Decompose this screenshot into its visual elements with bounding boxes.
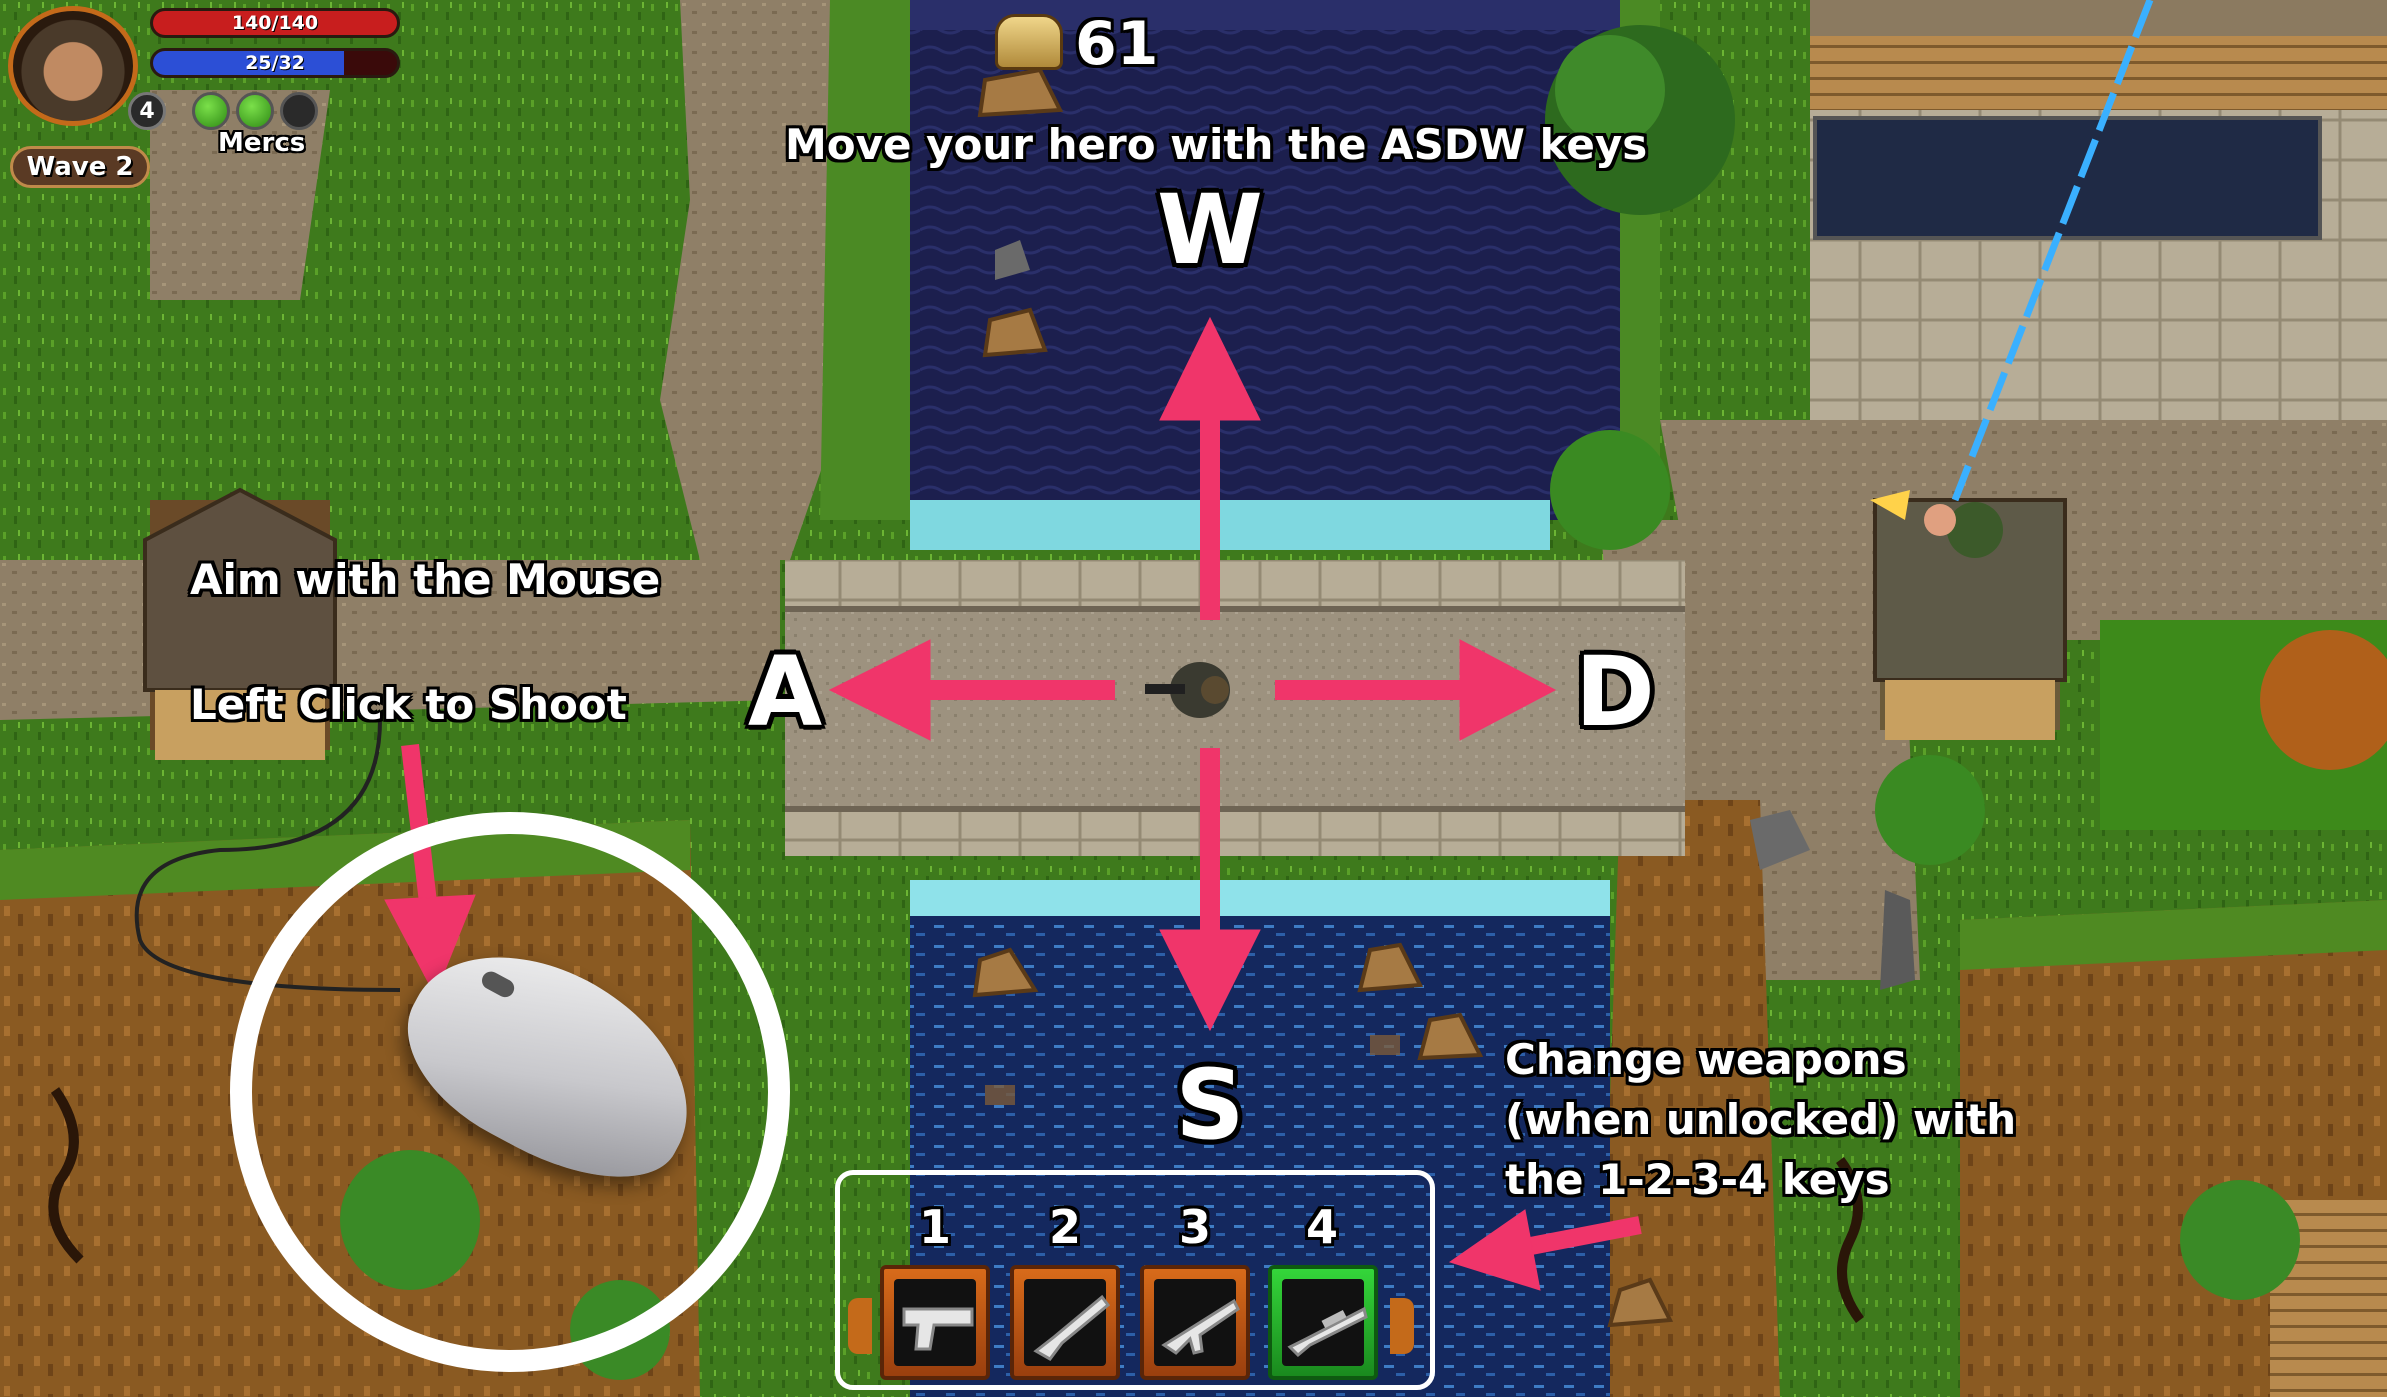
weapon-slot-2[interactable] (1010, 1265, 1120, 1380)
coin-count: 61 (1075, 9, 1159, 79)
level-badge: 4 (128, 92, 166, 130)
treasure-icon (995, 14, 1063, 70)
enemy-soldier (1870, 490, 2003, 558)
weapon-slot-1[interactable] (880, 1265, 990, 1380)
mouse-icon (377, 914, 727, 1214)
shotgun-icon (1033, 1294, 1111, 1361)
rifle-icon (1161, 1298, 1240, 1355)
weapon-key-3: 3 (1178, 1200, 1211, 1254)
hud-panel: 140/140 25/32 4 Mercs Wave 2 (0, 0, 420, 200)
key-a: A (747, 636, 823, 748)
hero-character (1145, 662, 1230, 718)
energy-value: 25/32 (245, 52, 305, 74)
health-value: 140/140 (231, 12, 319, 34)
energy-bar: 25/32 (150, 48, 400, 78)
weapon-bar-cap-right (1390, 1298, 1414, 1354)
weapon-key-1: 1 (918, 1200, 951, 1254)
weapon-slot-3[interactable] (1140, 1265, 1250, 1380)
weapon-bar-cap-left (848, 1298, 872, 1354)
mercs-label: Mercs (218, 128, 306, 158)
weapon-key-2: 2 (1048, 1200, 1081, 1254)
merc-slot[interactable] (280, 92, 318, 130)
move-instruction: Move your hero with the ASDW keys (785, 120, 1648, 169)
level-value: 4 (139, 99, 155, 124)
merc-slot[interactable] (236, 92, 274, 130)
key-s: S (1175, 1049, 1245, 1161)
wave-label: Wave 2 (26, 152, 134, 182)
mouse-illustration (230, 812, 790, 1372)
weapons-instruction: Change weapons (when unlocked) with the … (1505, 1030, 2016, 1210)
weapons-instruction-line: Change weapons (1505, 1035, 1907, 1084)
weapon-key-4: 4 (1305, 1200, 1338, 1254)
merc-slot[interactable] (192, 92, 230, 130)
key-w: W (1157, 174, 1263, 286)
weapon-bar-highlight (835, 1170, 1435, 1390)
mercs-slots (192, 92, 322, 132)
wave-badge: Wave 2 (10, 146, 150, 188)
key-d: D (1575, 636, 1655, 748)
pistol-icon (902, 1307, 974, 1351)
energy-bar-fill (153, 51, 344, 75)
health-bar-fill (153, 11, 397, 35)
weapons-instruction-line: (when unlocked) with (1505, 1095, 2017, 1144)
shoot-instruction: Left Click to Shoot (190, 680, 627, 729)
sniper-icon (1287, 1306, 1368, 1358)
mouse-wheel (478, 968, 518, 1001)
health-bar: 140/140 (150, 8, 400, 38)
weapons-instruction-line: the 1-2-3-4 keys (1505, 1155, 1890, 1204)
hero-portrait (8, 6, 138, 126)
aim-instruction: Aim with the Mouse (190, 555, 661, 604)
weapon-slot-4[interactable] (1268, 1265, 1378, 1380)
